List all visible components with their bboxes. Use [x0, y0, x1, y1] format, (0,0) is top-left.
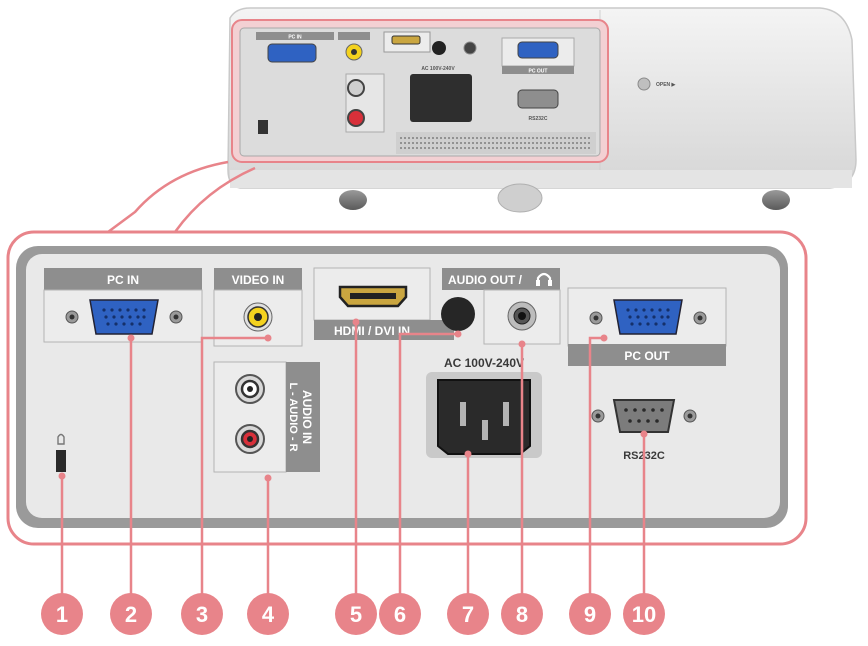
callout-9: 9: [569, 593, 611, 635]
callout-6: 6: [379, 593, 421, 635]
callout-10: 10: [623, 593, 665, 635]
callout-5: 5: [335, 593, 377, 635]
headphone-icon: [536, 272, 552, 284]
pc-out-port: PC OUT: [567, 287, 727, 366]
callout-badges: 1 2 3 4 5 6 7 8 9 10: [41, 593, 665, 635]
pc-out-label: PC OUT: [624, 349, 670, 363]
svg-text:3: 3: [196, 602, 208, 627]
callout-dots: [58, 318, 648, 482]
callout-8: 8: [501, 593, 543, 635]
audio-out-label: AUDIO OUT /: [448, 273, 523, 287]
ac-power-port: AC 100V-240V: [426, 356, 542, 458]
callout-7: 7: [447, 593, 489, 635]
callout-2: 2: [110, 593, 152, 635]
svg-text:6: 6: [394, 602, 406, 627]
foot-right: [762, 190, 790, 210]
svg-text:8: 8: [516, 602, 528, 627]
open-label: OPEN ▶: [656, 82, 677, 88]
svg-text:AC 100V-240V: AC 100V-240V: [421, 66, 455, 72]
video-in-label: VIDEO IN: [232, 273, 285, 287]
audio-in-label: AUDIO IN: [300, 390, 314, 444]
zoom-connector-line-2: [173, 166, 256, 233]
svg-text:PC IN: PC IN: [288, 35, 302, 41]
foot-center: [497, 183, 543, 213]
small-back-panel: PC IN PC OUT RS232C AC 100V-240V: [231, 19, 609, 163]
svg-text:PC OUT: PC OUT: [529, 69, 548, 75]
audio-out-port: AUDIO OUT /: [442, 268, 561, 345]
svg-text:9: 9: [584, 602, 596, 627]
pc-in-label: PC IN: [107, 273, 139, 287]
callout-lines: [60, 322, 646, 596]
hdmi-label: HDMI / DVI IN: [334, 324, 410, 338]
svg-text:10: 10: [632, 602, 656, 627]
svg-text:7: 7: [462, 602, 474, 627]
svg-text:5: 5: [350, 602, 362, 627]
svg-text:2: 2: [125, 602, 137, 627]
callout-3: 3: [181, 593, 223, 635]
svg-text:1: 1: [56, 602, 68, 627]
ir-sensor: [441, 297, 475, 331]
kensington-lock: [56, 433, 66, 472]
svg-text:4: 4: [262, 602, 275, 627]
audio-lr-label: L - AUDIO - R: [287, 382, 299, 451]
audio-in-port: AUDIO IN L - AUDIO - R: [213, 361, 320, 473]
zoom-connector-line: [107, 160, 229, 234]
callout-1: 1: [41, 593, 83, 635]
pc-in-port: PC IN: [43, 268, 203, 343]
ac-label: AC 100V-240V: [444, 356, 524, 370]
open-latch-icon: [637, 77, 651, 91]
svg-text:RS232C: RS232C: [529, 116, 548, 122]
foot-left: [339, 190, 367, 210]
callout-4: 4: [247, 593, 289, 635]
vent-grille: [396, 132, 596, 154]
video-in-port: VIDEO IN: [213, 268, 303, 347]
lock-icon: [57, 433, 65, 445]
